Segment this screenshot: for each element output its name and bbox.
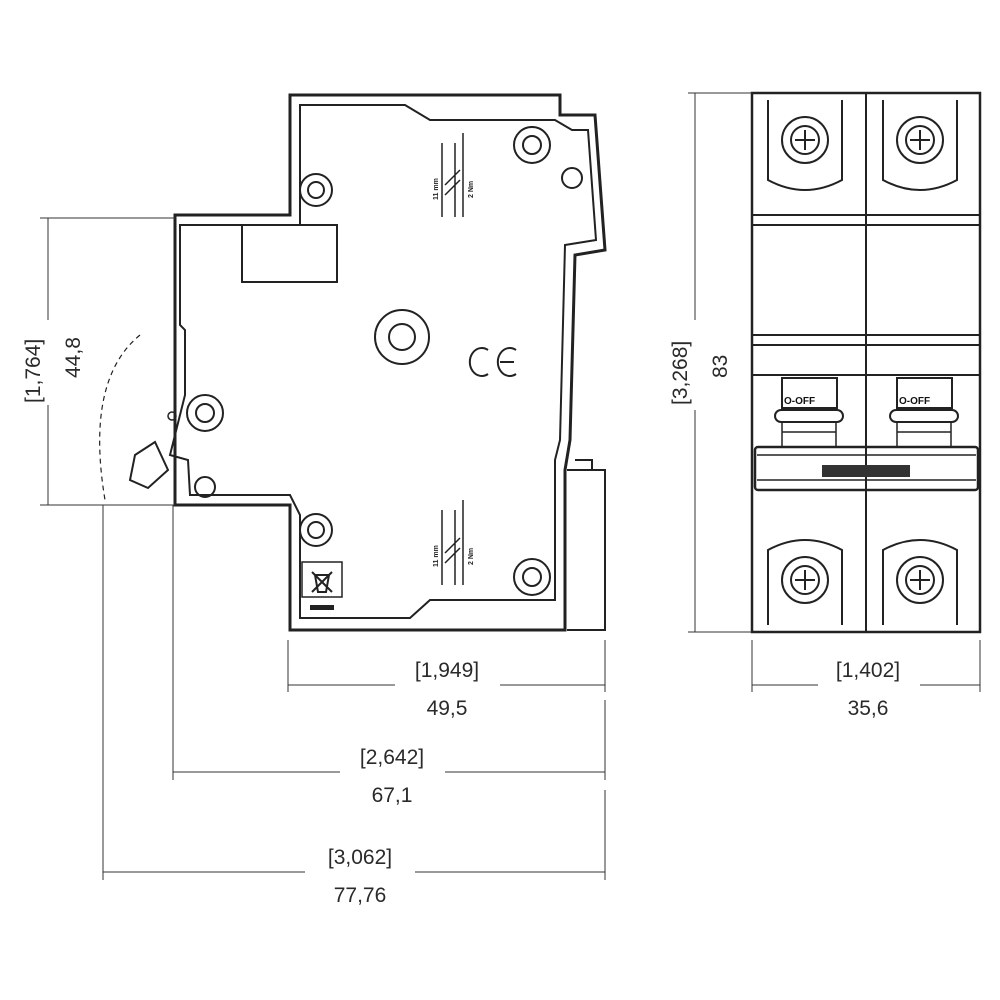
screw-icon	[781, 556, 829, 604]
dim-inch: [3,268]	[669, 341, 692, 405]
torque-label: 2 Nm	[468, 181, 475, 198]
screw-icon	[896, 116, 944, 164]
dim-depth-total: [3,062] 77,76	[328, 846, 392, 907]
dim-mm: 35,6	[848, 697, 889, 720]
dim-mm: 44,8	[62, 337, 85, 378]
switch-state-label-1: O-OFF	[784, 396, 815, 407]
strip-length-label-bottom: 11 mm	[433, 545, 440, 567]
dim-inch: [1,402]	[836, 659, 900, 682]
terminal-marking-top: 11 mm 2 Nm	[433, 133, 475, 217]
dim-mm: 49,5	[427, 697, 468, 720]
dimension-lines	[40, 92, 981, 880]
front-view: O-OFF O-OFF	[750, 91, 982, 634]
dim-inch: [2,642]	[360, 746, 424, 769]
ce-mark-icon	[468, 347, 517, 377]
strip-length-label: 11 mm	[433, 178, 440, 200]
screw-icon	[781, 116, 829, 164]
dim-depth-body: [1,949] 49,5	[415, 659, 479, 720]
dim-inch: [1,764]	[22, 339, 45, 403]
dim-total-height: [3,268] 83	[669, 341, 732, 405]
screw-icon	[896, 556, 944, 604]
dim-depth-terminal: [2,642] 67,1	[360, 746, 424, 807]
weee-bin-icon	[301, 561, 343, 610]
dim-mm: 77,76	[334, 884, 387, 907]
side-view: 11 mm 2 Nm 11 mm 2 Nm	[99, 93, 607, 632]
switch-state-label-2: O-OFF	[899, 396, 930, 407]
terminal-marking-bottom: 11 mm 2 Nm	[433, 500, 475, 585]
dim-inch: [3,062]	[328, 846, 392, 869]
dim-mm: 67,1	[372, 784, 413, 807]
dim-width: [1,402] 35,6	[836, 659, 900, 720]
dim-side-height: [1,764] 44,8	[22, 337, 85, 403]
dim-inch: [1,949]	[415, 659, 479, 682]
dim-mm: 83	[709, 355, 732, 378]
torque-label-bottom: 2 Nm	[468, 548, 475, 565]
